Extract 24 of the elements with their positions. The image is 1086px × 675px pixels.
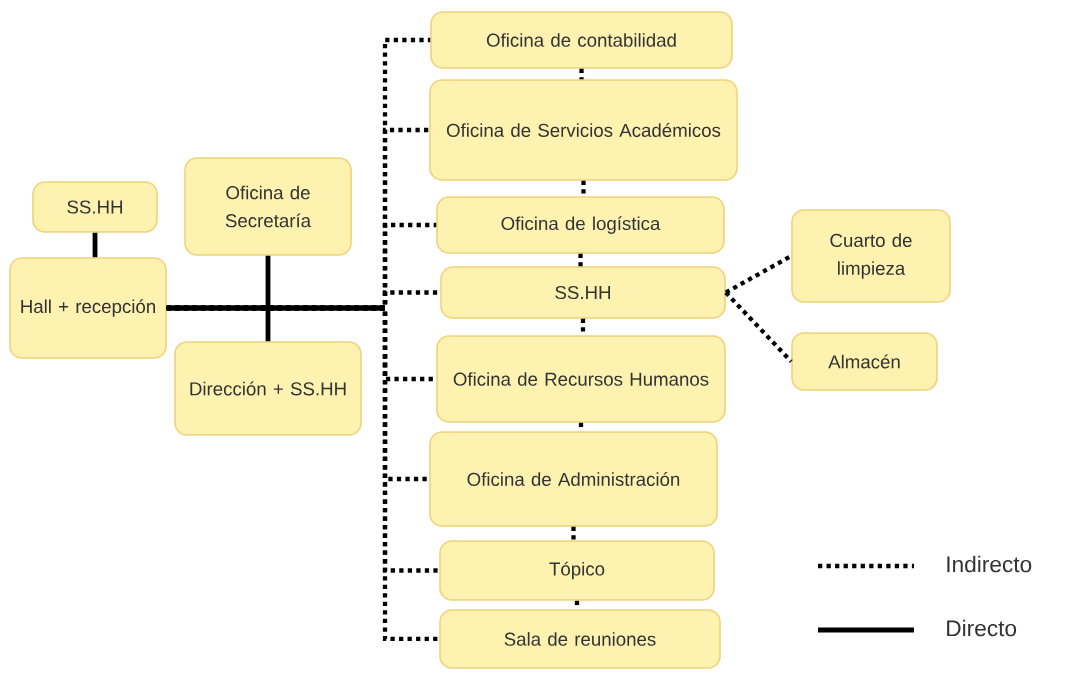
connector-line [579,68,584,80]
connector-line [724,291,793,363]
connector-line [581,180,586,197]
room-box: Dirección + SS.HH [174,341,362,436]
room-box: Oficina de Recursos Humanos [436,335,726,423]
legend-label: Indirecto [947,555,1032,573]
room-box: SS.HH [32,181,158,233]
room-box: Tópico [439,540,715,601]
connector-line [92,232,98,258]
room-box: Oficina de contabilidad [430,11,733,69]
connector-line [578,253,583,267]
legend-label: Directo [947,619,1017,637]
room-box: Hall + recepción [9,257,167,359]
room-box: Oficina de Secretaría [184,157,352,256]
room-box: SS.HH [440,266,726,319]
connector-line [724,254,793,295]
room-box: Oficina de logística [436,196,725,254]
room-box: Oficina de Administración [429,431,718,527]
connector-line [166,305,388,342]
room-box: Sala de reuniones [439,609,721,669]
connector-line [571,526,576,541]
room-box: Almacén [791,332,938,391]
room-box: Oficina de Servicios Académicos [429,79,738,181]
room-box: Cuarto de limpieza [791,209,951,303]
